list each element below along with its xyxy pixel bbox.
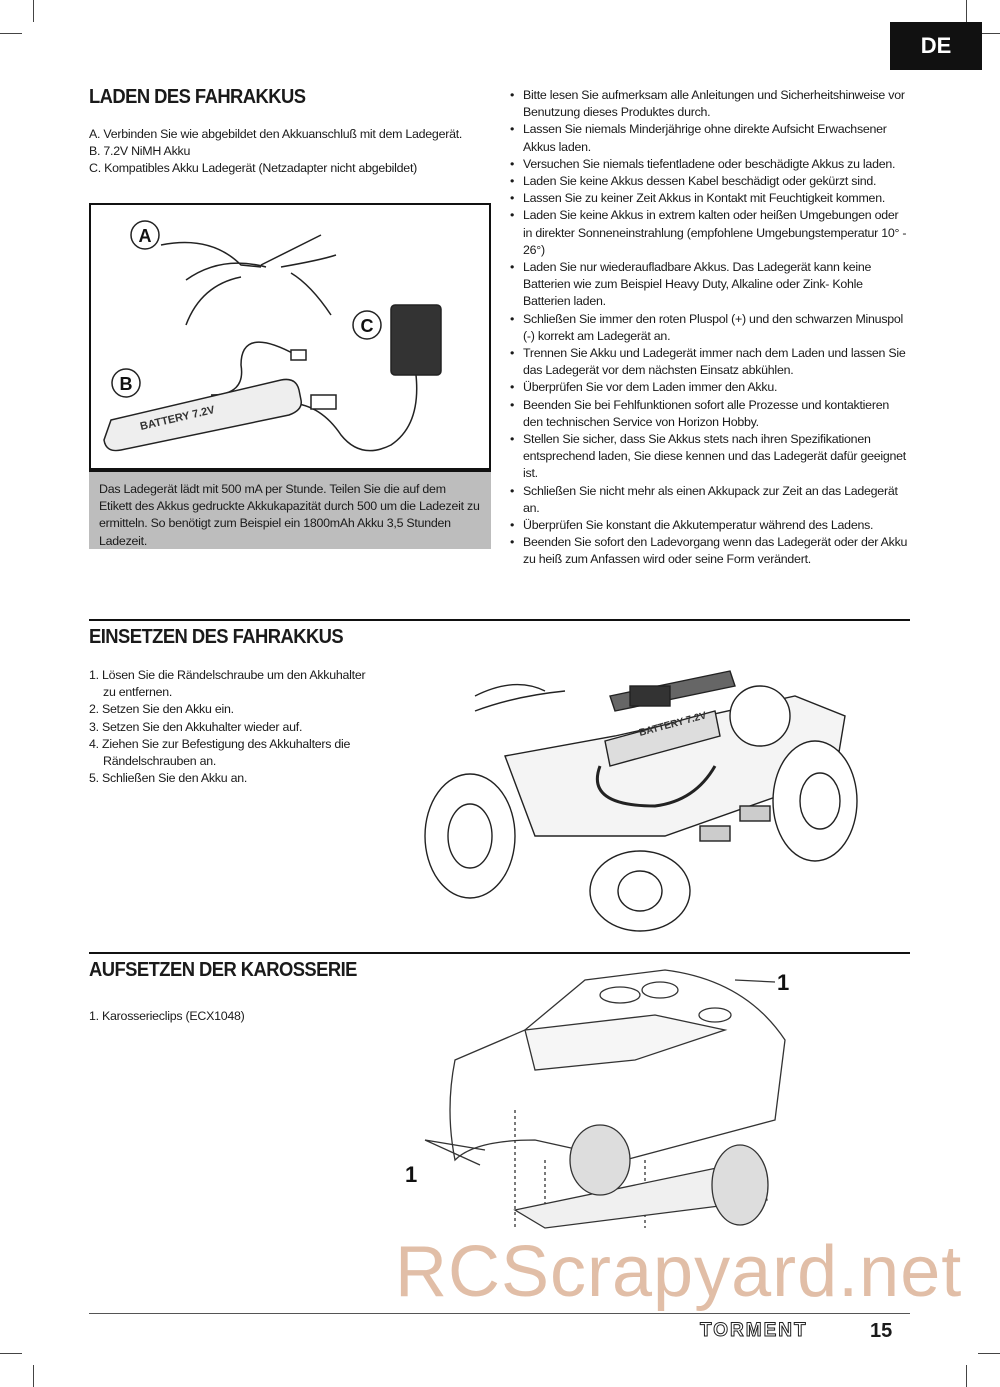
crop-mark	[33, 0, 34, 22]
figure-label-c: C	[361, 316, 374, 336]
charging-figure: A C B BATTERY 7.2V	[89, 203, 491, 470]
footer-rule	[89, 1313, 910, 1314]
bullet-item: Laden Sie keine Akkus in extrem kalten o…	[508, 207, 910, 259]
safety-bullets: Bitte lesen Sie aufmerksam alle Anleitun…	[508, 87, 910, 569]
crop-mark	[0, 33, 22, 34]
bullet-item: Laden Sie nur wiederaufladbare Akkus. Da…	[508, 259, 910, 311]
item-a: A. Verbinden Sie wie abgebildet den Akku…	[89, 127, 463, 141]
step: 4. Ziehen Sie zur Befestigung des Akkuha…	[89, 736, 351, 769]
step: 2. Setzen Sie den Akku ein.	[89, 702, 234, 717]
crop-mark	[978, 33, 1000, 34]
callout-number: 1	[405, 1162, 417, 1187]
section-heading-body: AUFSETZEN DER KAROSSERIE	[89, 959, 357, 981]
section-divider	[89, 952, 910, 954]
crop-mark	[966, 0, 967, 22]
crop-mark	[966, 1365, 967, 1387]
watermark: RCScrapyard.net	[395, 1232, 963, 1312]
callout-number: 1	[777, 970, 789, 995]
item-b: B. 7.2V NiMH Akku	[89, 144, 191, 159]
page-number: 15	[870, 1320, 893, 1342]
bullet-item: Überprüfen Sie konstant die Akkutemperat…	[508, 517, 910, 534]
bullet-item: Beenden Sie sofort den Ladevorgang wenn …	[508, 534, 910, 568]
section-divider	[89, 619, 910, 621]
figure-label-a: A	[139, 226, 152, 246]
bullet-item: Lassen Sie niemals Minderjährige ohne di…	[508, 121, 910, 155]
bullet-item: Lassen Sie zu keiner Zeit Akkus in Konta…	[508, 190, 910, 207]
section-heading-install: EINSETZEN DES FAHRAKKUS	[89, 626, 344, 648]
body-steps: 1. Karosserieclips (ECX1048)	[89, 1008, 245, 1025]
charging-items: A. Verbinden Sie wie abgebildet den Akku…	[89, 126, 489, 178]
charging-note: Das Ladegerät lädt mit 500 mA per Stunde…	[89, 470, 491, 549]
bullet-item: Beenden Sie bei Fehlfunktionen sofort al…	[508, 397, 910, 431]
charging-illustration: A C B BATTERY 7.2V	[103, 220, 442, 452]
bullet-item: Laden Sie keine Akkus dessen Kabel besch…	[508, 173, 910, 190]
bullet-item: Versuchen Sie niemals tiefentladene oder…	[508, 156, 910, 173]
bullet-item: Schließen Sie immer den roten Pluspol (+…	[508, 311, 910, 345]
section-heading-charging: LADEN DES FAHRAKKUS	[89, 86, 306, 108]
step: 5. Schließen Sie den Akku an.	[89, 771, 248, 786]
bullet-item: Trennen Sie Akku und Ladegerät immer nac…	[508, 345, 910, 379]
item-c: C. Kompatibles Akku Ladegerät (Netzadapt…	[89, 161, 418, 176]
bullet-item: Stellen Sie sicher, dass Sie Akkus stets…	[508, 431, 910, 483]
figure-label-b: B	[120, 374, 133, 394]
bullet-item: Schließen Sie nicht mehr als einen Akkup…	[508, 483, 910, 517]
truck-battery-illustration: BATTERY 7.2V	[424, 670, 858, 932]
step: 1. Karosserieclips (ECX1048)	[89, 1009, 245, 1023]
crop-mark	[0, 1353, 22, 1354]
body-shell-illustration: 1 1	[405, 969, 789, 1229]
crop-mark	[978, 1353, 1000, 1354]
bullet-item: Überprüfen Sie vor dem Laden immer den A…	[508, 379, 910, 396]
crop-mark	[33, 1365, 34, 1387]
step: 3. Setzen Sie den Akkuhalter wieder auf.	[89, 719, 303, 734]
step: 1. Lösen Sie die Rändelschraube um den A…	[89, 668, 366, 700]
language-tab: DE	[890, 22, 982, 70]
bullet-item: Bitte lesen Sie aufmerksam alle Anleitun…	[508, 87, 910, 121]
install-steps: 1. Lösen Sie die Rändelschraube um den A…	[89, 667, 369, 787]
brand-logo: TORMENT	[700, 1320, 808, 1342]
